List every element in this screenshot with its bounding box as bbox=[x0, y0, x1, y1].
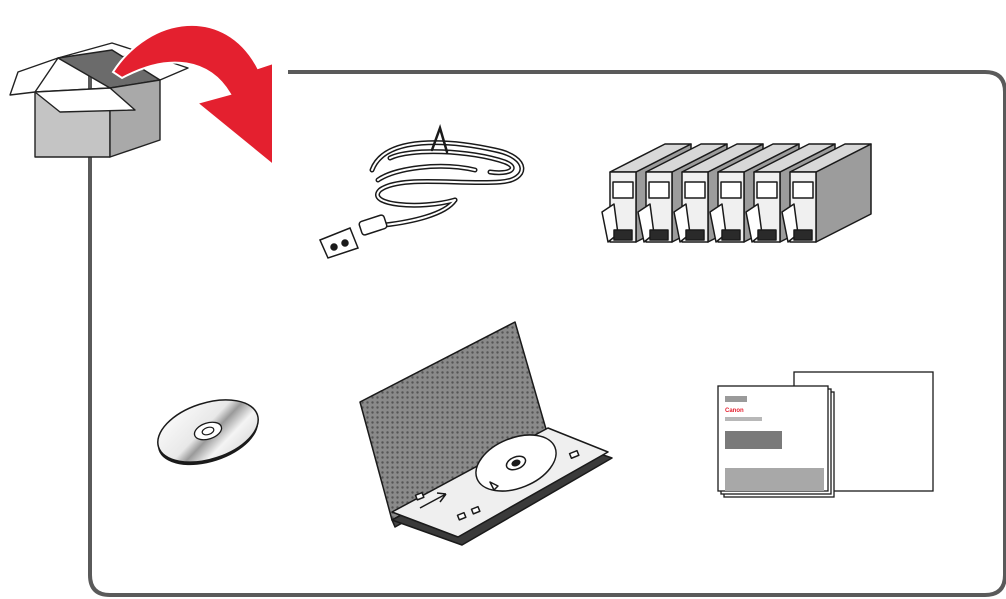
setup-cd-rom-icon bbox=[157, 399, 259, 466]
manuals-icon: Canon bbox=[717, 371, 934, 498]
contents-panel bbox=[88, 70, 1006, 597]
manual-brand-logo: Canon bbox=[725, 408, 744, 414]
red-arrow-icon bbox=[111, 23, 274, 168]
box-icon bbox=[9, 42, 189, 158]
ink-tanks-icon bbox=[601, 143, 872, 243]
power-cord-icon bbox=[318, 123, 525, 259]
ink-tank bbox=[781, 143, 872, 243]
disc-tray-icon bbox=[359, 321, 613, 546]
